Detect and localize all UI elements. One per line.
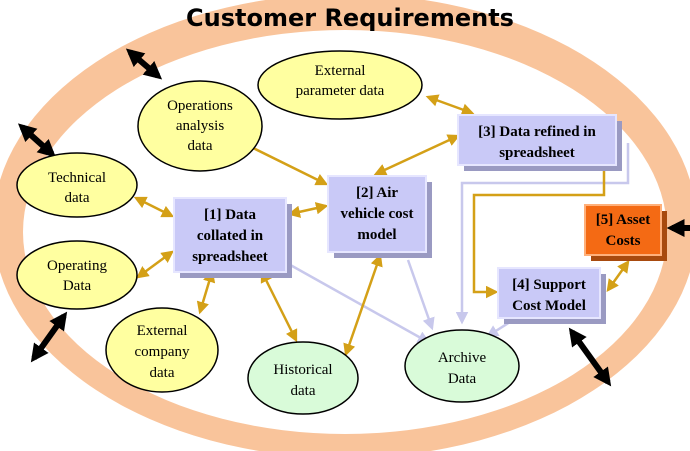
arrow-b2-b3	[373, 134, 461, 176]
svg-text:data: data	[188, 138, 213, 154]
box-1-data-collated: [1] Data collated in spreadsheet	[173, 197, 292, 278]
node-external-company: External company data	[105, 307, 219, 393]
svg-text:Data: Data	[63, 278, 92, 294]
arrow-b3-b4	[472, 143, 606, 299]
svg-text:model: model	[357, 227, 396, 243]
box-2-air-vehicle-cost: [2] Air vehicle cost model	[327, 175, 432, 258]
svg-text:data: data	[65, 190, 90, 206]
arrow-historical-b1	[260, 269, 298, 343]
svg-text:Data: Data	[448, 371, 477, 387]
svg-text:Historical: Historical	[273, 362, 332, 378]
arrow-b1-b2	[287, 202, 329, 218]
node-historical-data: Historical data	[247, 341, 359, 415]
svg-text:data: data	[150, 365, 175, 381]
arrow-historical-b2	[343, 253, 383, 357]
svg-text:[4] Support: [4] Support	[512, 277, 586, 293]
arrow-b4-b5	[606, 259, 630, 293]
ring-arrow-top	[125, 48, 163, 80]
arrow-technical-b1	[133, 196, 175, 218]
svg-text:spreadsheet: spreadsheet	[499, 145, 575, 161]
svg-text:Operating: Operating	[47, 258, 107, 274]
arrow-operating-b1	[135, 250, 175, 279]
svg-text:vehicle cost: vehicle cost	[341, 206, 414, 222]
box-4-support-cost: [4] Support Cost Model	[497, 267, 606, 324]
svg-text:Technical: Technical	[48, 170, 106, 186]
svg-text:External: External	[315, 63, 366, 79]
ring-arrows	[17, 48, 690, 387]
arrow-external-param-b3	[425, 94, 475, 116]
box-3-data-refined: [3] Data refined in spreadsheet	[457, 114, 622, 171]
svg-text:parameter data: parameter data	[296, 83, 385, 99]
svg-text:spreadsheet: spreadsheet	[192, 249, 268, 265]
arrow-b2-to-archive	[406, 259, 435, 331]
svg-text:[5] Asset: [5] Asset	[596, 212, 651, 228]
diagram-title: Customer Requirements	[186, 4, 514, 32]
node-external-parameter: External parameter data	[257, 50, 423, 120]
arrow-company-b1	[196, 269, 216, 315]
arrow-operations-b2	[240, 141, 329, 186]
node-operations-analysis: Operations analysis data	[137, 80, 263, 172]
svg-text:[1] Data: [1] Data	[204, 207, 257, 223]
node-technical-data: Technical data	[16, 152, 138, 218]
svg-text:company: company	[135, 344, 190, 360]
svg-text:[2] Air: [2] Air	[356, 185, 398, 201]
ring-arrow-left-upper	[17, 123, 57, 158]
node-operating-data: Operating Data	[16, 240, 138, 310]
svg-text:Costs: Costs	[605, 233, 640, 249]
svg-text:data: data	[291, 383, 316, 399]
svg-text:Archive: Archive	[438, 350, 487, 366]
svg-text:collated in: collated in	[197, 228, 264, 244]
box-5-asset-costs: [5] Asset Costs	[584, 204, 667, 261]
ring-arrow-bottom-right	[568, 327, 612, 387]
ring-arrow-left-lower	[30, 311, 68, 363]
arrow-b3-to-archive	[455, 143, 630, 325]
node-archive-data: Archive Data	[404, 329, 520, 403]
gold-arrows	[133, 94, 630, 357]
svg-text:analysis: analysis	[176, 118, 224, 134]
svg-text:Operations: Operations	[167, 98, 233, 114]
svg-text:Cost Model: Cost Model	[512, 298, 586, 314]
svg-text:External: External	[137, 323, 188, 339]
arrow-b4-to-archive	[485, 320, 511, 338]
svg-text:[3] Data refined in: [3] Data refined in	[478, 124, 596, 140]
